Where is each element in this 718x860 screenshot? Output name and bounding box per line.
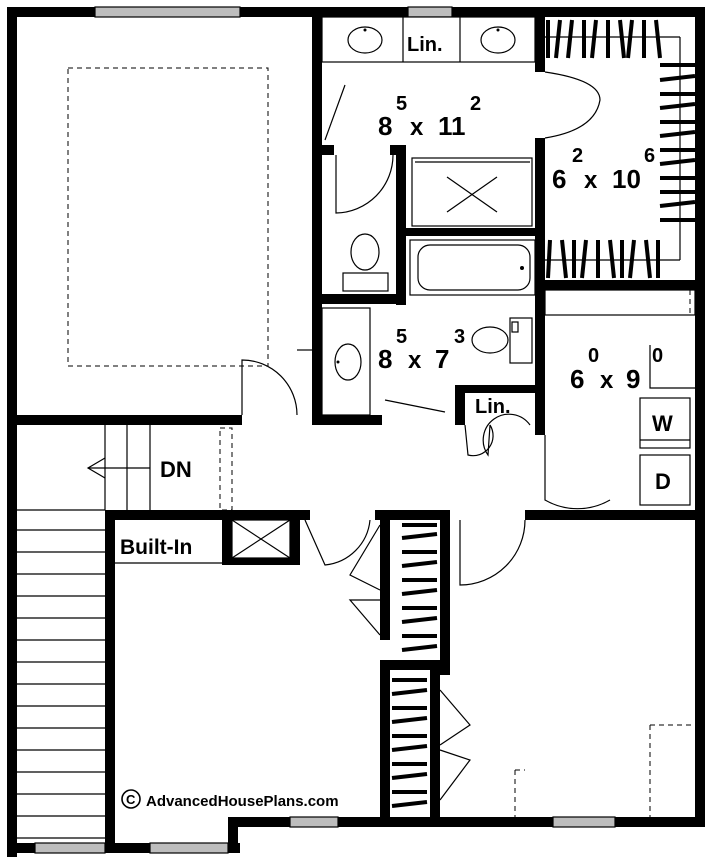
dryer-box: [639, 454, 691, 506]
svg-text:3: 3: [454, 326, 465, 348]
room-size-laundry: 6 0 x 9 0: [570, 345, 663, 394]
linen-label-top: Lin.: [407, 34, 443, 56]
doors: [241, 349, 611, 801]
svg-text:6: 6: [644, 145, 655, 167]
stairs-down-label: DN: [160, 457, 192, 482]
room-size-bath-mid: 8 5 x 7 3: [378, 326, 465, 374]
tray-ceiling: [67, 67, 269, 367]
bedroom-closet-lines: [514, 724, 695, 817]
svg-text:0: 0: [652, 345, 663, 367]
top-bath-fixtures: [321, 16, 601, 296]
svg-text:6: 6: [552, 164, 566, 194]
svg-text:0: 0: [588, 345, 599, 367]
svg-text:8: 8: [378, 344, 392, 374]
svg-text:x: x: [584, 167, 598, 194]
svg-text:5: 5: [396, 326, 407, 348]
stairs: [17, 425, 233, 839]
closet-hangers: [546, 19, 696, 279]
svg-text:2: 2: [572, 145, 583, 167]
svg-text:C: C: [126, 792, 136, 807]
dryer-label: D: [655, 469, 671, 494]
svg-text:9: 9: [626, 364, 640, 394]
room-size-closet: 6 2 x 10 6: [552, 145, 655, 194]
svg-text:5: 5: [396, 93, 407, 115]
svg-text:6: 6: [570, 364, 584, 394]
middle-bath-fixtures: [321, 307, 533, 416]
svg-text:10: 10: [612, 164, 641, 194]
linen-label-mid: Lin.: [475, 396, 511, 418]
interior-walls: [7, 7, 705, 853]
windows: [34, 6, 616, 854]
svg-text:11: 11: [438, 111, 466, 141]
svg-text:x: x: [408, 347, 422, 374]
copyright-text: AdvancedHousePlans.com: [146, 793, 339, 810]
svg-text:8: 8: [378, 111, 392, 141]
svg-text:7: 7: [435, 344, 449, 374]
svg-text:x: x: [600, 367, 614, 394]
laundry-fixtures: [544, 289, 696, 506]
copyright-mark: C AdvancedHousePlans.com: [121, 789, 339, 810]
room-size-bath-top: 8 5 x 11 2: [378, 93, 481, 141]
built-in-label: Built-In: [120, 536, 192, 559]
closet-rods: [545, 36, 681, 261]
svg-text:x: x: [410, 114, 424, 141]
washer-label: W: [652, 411, 673, 436]
svg-text:2: 2: [470, 93, 481, 115]
hall-closet-hangers: [391, 523, 438, 808]
built-in-cabinet: [115, 519, 291, 564]
exterior-walls: [7, 7, 705, 857]
